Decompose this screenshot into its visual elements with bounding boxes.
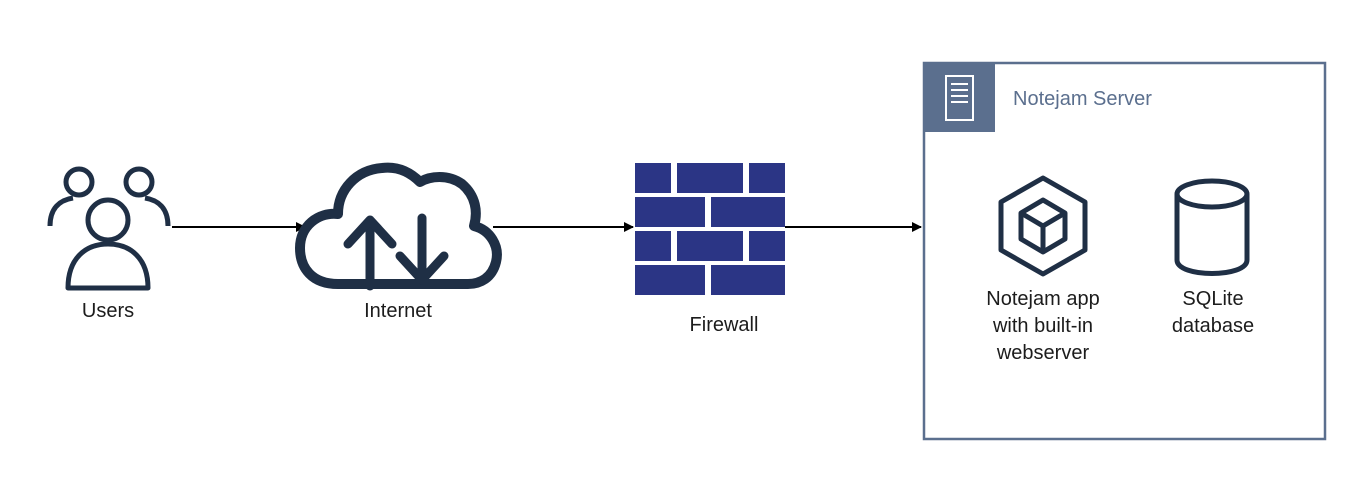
cloud-upload-download-icon <box>295 162 502 291</box>
server-group-box <box>922 61 1327 441</box>
node-label-app-line-3: webserver <box>996 342 1090 364</box>
node-label-firewall: Firewall <box>689 314 759 336</box>
node-label-database-line-1: SQLite <box>1182 288 1244 310</box>
node-label-users: Users <box>81 300 135 322</box>
node-label-app-line-1: Notejam app <box>986 288 1100 310</box>
users-icon <box>47 166 171 291</box>
node-label-app-line-2: with built-in <box>992 315 1094 337</box>
cube-icon <box>998 175 1088 277</box>
server-group-header-tile <box>924 63 995 132</box>
brick-wall-icon <box>635 163 785 295</box>
node-label-internet: Internet <box>364 300 432 322</box>
node-label-database-line-2: database <box>1171 315 1255 337</box>
server-icon <box>945 75 974 121</box>
cylinder-database-icon <box>1174 178 1250 276</box>
server-group-title: Notejam Server <box>1013 88 1152 110</box>
